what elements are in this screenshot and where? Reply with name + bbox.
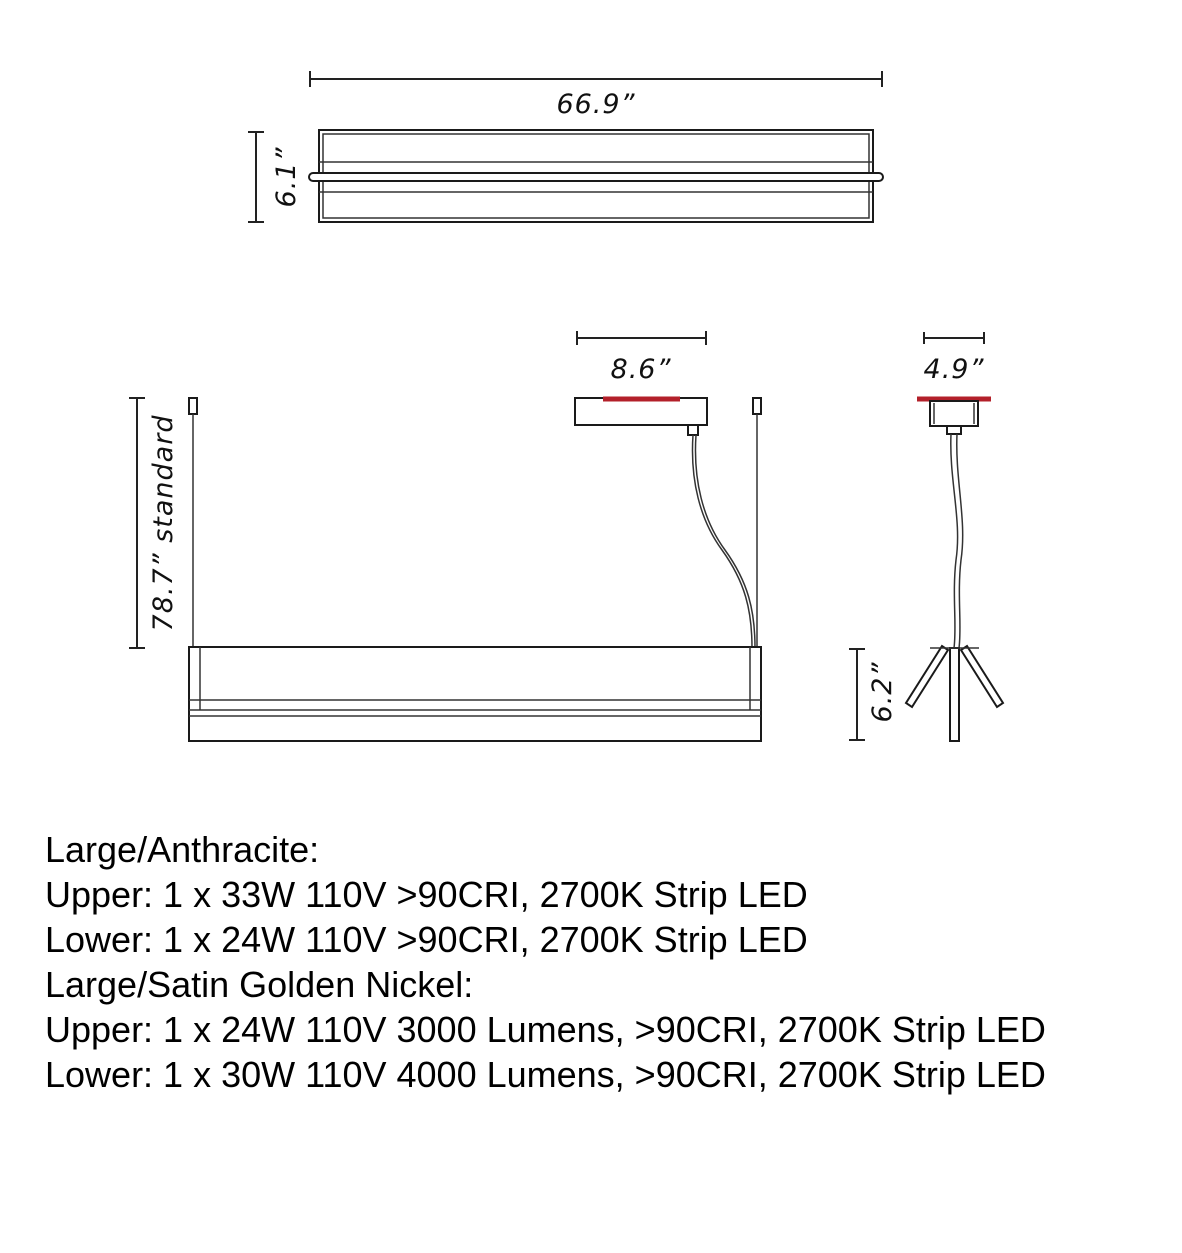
- suspension-length-label: 78.7” standard: [148, 415, 179, 632]
- canopy-front: [574, 396, 756, 649]
- suspension-length-dimension: 78.7” standard: [129, 397, 179, 649]
- front-view: 78.7” standard 8.6”: [129, 331, 762, 742]
- ceiling-anchor-left: [188, 397, 198, 648]
- fixture-height-dimension: 6.2”: [849, 648, 898, 741]
- spec-heading-anthracite: Large/Anthracite:: [45, 829, 320, 870]
- overall-length-dimension: 66.9”: [309, 71, 883, 120]
- spec-line-anthracite-lower: Lower: 1 x 24W 110V >90CRI, 2700K Strip …: [45, 919, 808, 960]
- spec-line-satin-golden-nickel-lower: Lower: 1 x 30W 110V 4000 Lumens, >90CRI,…: [45, 1054, 1046, 1095]
- canopy-width-dimension: 4.9”: [923, 332, 985, 385]
- spec-heading-satin-golden-nickel: Large/Satin Golden Nickel:: [45, 964, 474, 1005]
- overall-height-label: 6.1”: [271, 147, 302, 208]
- overall-length-label: 66.9”: [556, 89, 635, 120]
- ceiling-anchor-right: [752, 397, 762, 648]
- side-cable: [950, 433, 964, 649]
- overall-height-dimension: 6.1”: [248, 131, 302, 223]
- spec-line-anthracite-upper: Upper: 1 x 33W 110V >90CRI, 2700K Strip …: [45, 874, 808, 915]
- technical-drawing: 66.9” 6.1” 78.7” standard: [129, 71, 1005, 742]
- front-view-fixture: [188, 646, 762, 742]
- fixture-height-label: 6.2”: [867, 662, 898, 723]
- spec-line-satin-golden-nickel-upper: Upper: 1 x 24W 110V 3000 Lumens, >90CRI,…: [45, 1009, 1046, 1050]
- top-view: 66.9” 6.1”: [248, 71, 884, 223]
- side-view-fixture: [904, 644, 1005, 742]
- canopy-width-label: 4.9”: [924, 354, 985, 385]
- canopy-length-label: 8.6”: [611, 354, 672, 385]
- canopy-side: [917, 396, 991, 435]
- top-view-fixture: [308, 129, 884, 223]
- canopy-length-dimension: 8.6”: [576, 331, 707, 385]
- spec-list: Large/Anthracite: Upper: 1 x 33W 110V >9…: [45, 827, 1165, 1097]
- side-view: 4.9” 6.2”: [849, 332, 1005, 742]
